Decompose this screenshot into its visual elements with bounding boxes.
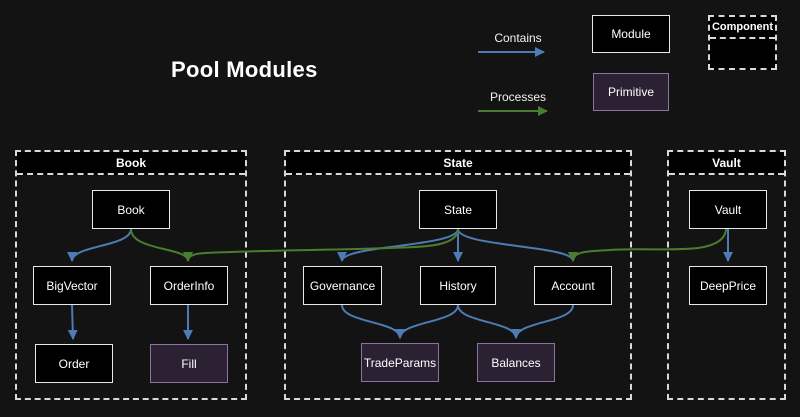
node-balances: Balances — [477, 343, 555, 382]
legend-component-sample: Component — [708, 15, 777, 70]
node-deepprice-label: DeepPrice — [699, 278, 757, 293]
legend-module-label: Module — [611, 27, 651, 41]
node-history-label: History — [439, 278, 477, 293]
node-tradeparams: TradeParams — [361, 343, 439, 382]
page-title: Pool Modules — [171, 57, 318, 82]
legend-primitive-sample: Primitive — [593, 73, 669, 111]
container-book: Book — [15, 150, 247, 400]
node-tradeparams-label: TradeParams — [363, 355, 437, 370]
node-history: History — [420, 266, 496, 305]
node-order: Order — [35, 344, 113, 383]
node-order-label: Order — [58, 356, 90, 371]
node-balances-label: Balances — [491, 355, 541, 370]
node-account-label: Account — [551, 278, 595, 293]
container-state-header: State — [286, 152, 630, 175]
legend-processes-label: Processes — [489, 90, 547, 104]
node-state-label: State — [443, 202, 473, 217]
node-deepprice: DeepPrice — [689, 266, 767, 305]
node-orderinfo-label: OrderInfo — [163, 278, 215, 293]
container-vault: Vault — [667, 150, 786, 400]
node-vault-label: Vault — [714, 202, 742, 217]
node-governance: Governance — [303, 266, 382, 305]
node-state: State — [419, 190, 497, 229]
node-fill-label: Fill — [181, 356, 197, 371]
node-bigvector: BigVector — [33, 266, 111, 305]
node-orderinfo: OrderInfo — [150, 266, 228, 305]
node-account: Account — [534, 266, 612, 305]
legend-primitive-label: Primitive — [607, 85, 654, 99]
node-fill: Fill — [150, 344, 228, 383]
legend-contains-label: Contains — [494, 31, 542, 45]
container-vault-header: Vault — [669, 152, 784, 175]
node-governance-label: Governance — [309, 278, 376, 293]
node-bigvector-label: BigVector — [46, 278, 98, 293]
node-book: Book — [92, 190, 170, 229]
node-book-label: Book — [117, 202, 145, 217]
legend-component-label: Component — [710, 17, 775, 39]
legend-module-sample: Module — [592, 15, 670, 53]
node-vault: Vault — [689, 190, 767, 229]
container-book-header: Book — [17, 152, 245, 175]
container-state: State — [284, 150, 632, 400]
